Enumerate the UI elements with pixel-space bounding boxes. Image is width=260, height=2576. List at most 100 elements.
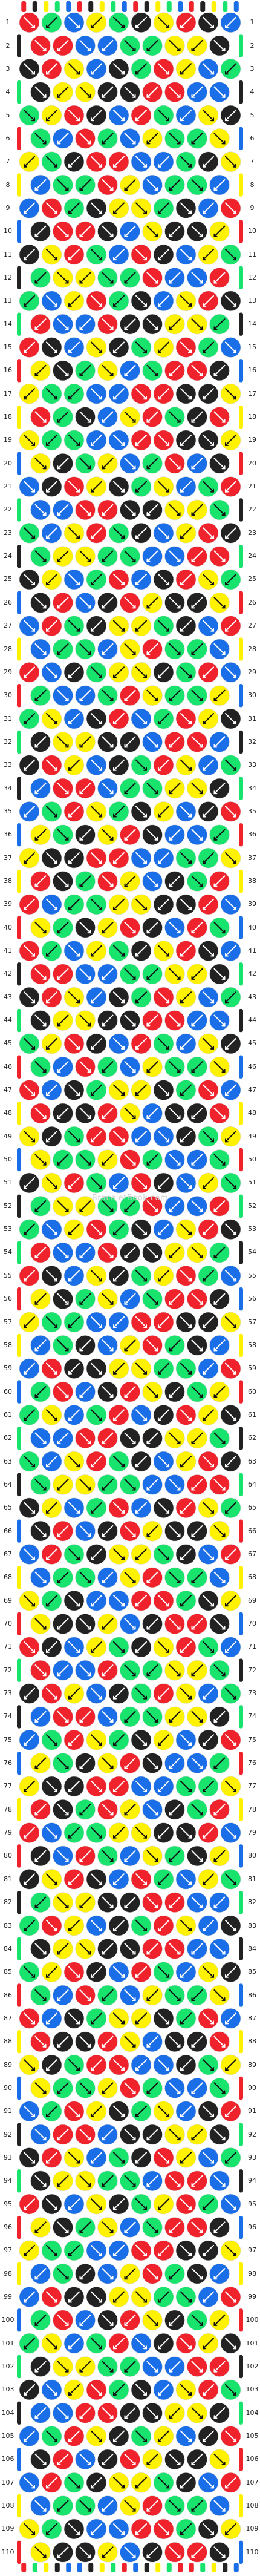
arrow-down-right-icon <box>224 388 237 400</box>
knot <box>153 1080 174 1100</box>
row-number-left: 62 <box>4 1434 12 1442</box>
knot <box>220 2379 241 2400</box>
arrow-down-right-icon <box>146 1246 158 1259</box>
row-number-left: 36 <box>4 830 12 839</box>
arrow-head <box>169 1255 173 1259</box>
arrow-head <box>169 836 173 841</box>
arrow-down-right-icon <box>213 597 226 609</box>
arrow-down-right-icon <box>224 1362 237 1375</box>
knot <box>75 407 96 427</box>
knot <box>75 1567 96 1588</box>
arrow-head <box>188 1278 192 1282</box>
arrow-head <box>213 790 218 795</box>
arrow-down-left-icon <box>34 364 47 376</box>
knot <box>63 2426 85 2446</box>
arrow-down-left-icon <box>45 481 58 493</box>
arrow-head <box>135 117 139 122</box>
row-number-left: 86 <box>4 1991 12 1999</box>
arrow-down-left-icon <box>124 364 136 376</box>
edge-strand-right <box>239 777 243 800</box>
arrow-head <box>102 558 106 562</box>
arrow-down-right-icon <box>23 1456 36 1468</box>
knot <box>97 1753 118 1773</box>
arrow-down-right-icon <box>191 225 203 237</box>
arrow-head <box>99 1231 103 1235</box>
knot <box>164 639 185 660</box>
arrow-down-right-icon <box>157 481 170 493</box>
knot <box>108 2333 129 2354</box>
arrow-down-right-icon <box>191 1386 203 1398</box>
edge-strand-left <box>17 916 21 939</box>
arrow-down-right-icon <box>45 1223 58 1235</box>
knot <box>209 2542 230 2563</box>
row-number-right: 26 <box>248 598 256 606</box>
arrow-head <box>99 1417 103 1421</box>
arrow-head <box>79 790 83 795</box>
knot <box>19 105 40 126</box>
edge-strand-right <box>239 2308 243 2332</box>
edge-strand-left <box>17 1937 21 1961</box>
arrow-down-left-icon <box>34 225 47 237</box>
edge-strand-left <box>17 1194 21 1218</box>
knot <box>108 522 129 544</box>
knot <box>86 1497 107 1519</box>
arrow-down-left-icon <box>57 411 69 423</box>
edge-strand-right <box>239 544 243 568</box>
row-number-left: 100 <box>1 2316 15 2324</box>
knot <box>41 2426 62 2446</box>
row-number-right: 37 <box>248 853 256 862</box>
arrow-head <box>202 1370 206 1375</box>
knot <box>63 847 85 869</box>
arrow-down-left-icon <box>34 875 47 887</box>
arrow-down-left-icon <box>224 1037 237 1050</box>
arrow-down-left-icon <box>180 573 192 585</box>
arrow-down-right-icon <box>45 713 58 725</box>
arrow-head <box>23 1324 27 1329</box>
knot <box>86 383 107 404</box>
arrow-down-left-icon <box>157 1270 170 1282</box>
knot <box>53 2217 73 2238</box>
arrow-down-left-icon <box>202 1409 215 1421</box>
knot <box>97 2402 118 2423</box>
arrow-head <box>213 744 218 748</box>
arrow-down-left-icon <box>45 1131 58 1143</box>
arrow-down-left-icon <box>102 968 114 980</box>
arrow-down-left-icon <box>180 945 192 957</box>
knot <box>108 987 129 1008</box>
arrow-head <box>188 860 192 864</box>
arrow-down-right-icon <box>146 272 158 284</box>
arrow-down-left-icon <box>23 388 36 400</box>
knot <box>108 894 129 915</box>
knot <box>75 35 96 56</box>
arrow-down-left-icon <box>191 550 203 562</box>
knot <box>131 1126 152 1147</box>
knot <box>198 894 219 915</box>
knot <box>175 59 197 79</box>
arrow-down-left-icon <box>68 202 80 214</box>
knot <box>164 1799 185 1820</box>
arrow-head <box>109 280 114 284</box>
knot <box>187 1149 207 1170</box>
knot <box>220 291 241 312</box>
string-tail-top <box>32 1 37 12</box>
arrow-head <box>57 651 61 656</box>
knot <box>19 2287 40 2307</box>
knot <box>63 476 85 497</box>
row-number-right: 103 <box>245 2385 259 2394</box>
knot <box>142 1103 163 1124</box>
arrow-down-right-icon <box>213 86 226 98</box>
row-number-left: 15 <box>4 343 12 351</box>
knot <box>187 1892 207 1913</box>
knot <box>97 1520 118 1542</box>
arrow-head <box>31 24 36 28</box>
arrow-head <box>146 1022 151 1027</box>
knot <box>198 2333 219 2354</box>
knot <box>175 1497 197 1519</box>
arrow-head <box>169 1301 173 1305</box>
row-number-right: 66 <box>248 1526 256 1535</box>
arrow-head <box>65 326 69 330</box>
arrow-down-right-icon <box>45 202 58 214</box>
row-number-left: 29 <box>4 668 12 676</box>
row-number-right: 110 <box>245 2548 259 2556</box>
knot <box>209 2078 230 2098</box>
